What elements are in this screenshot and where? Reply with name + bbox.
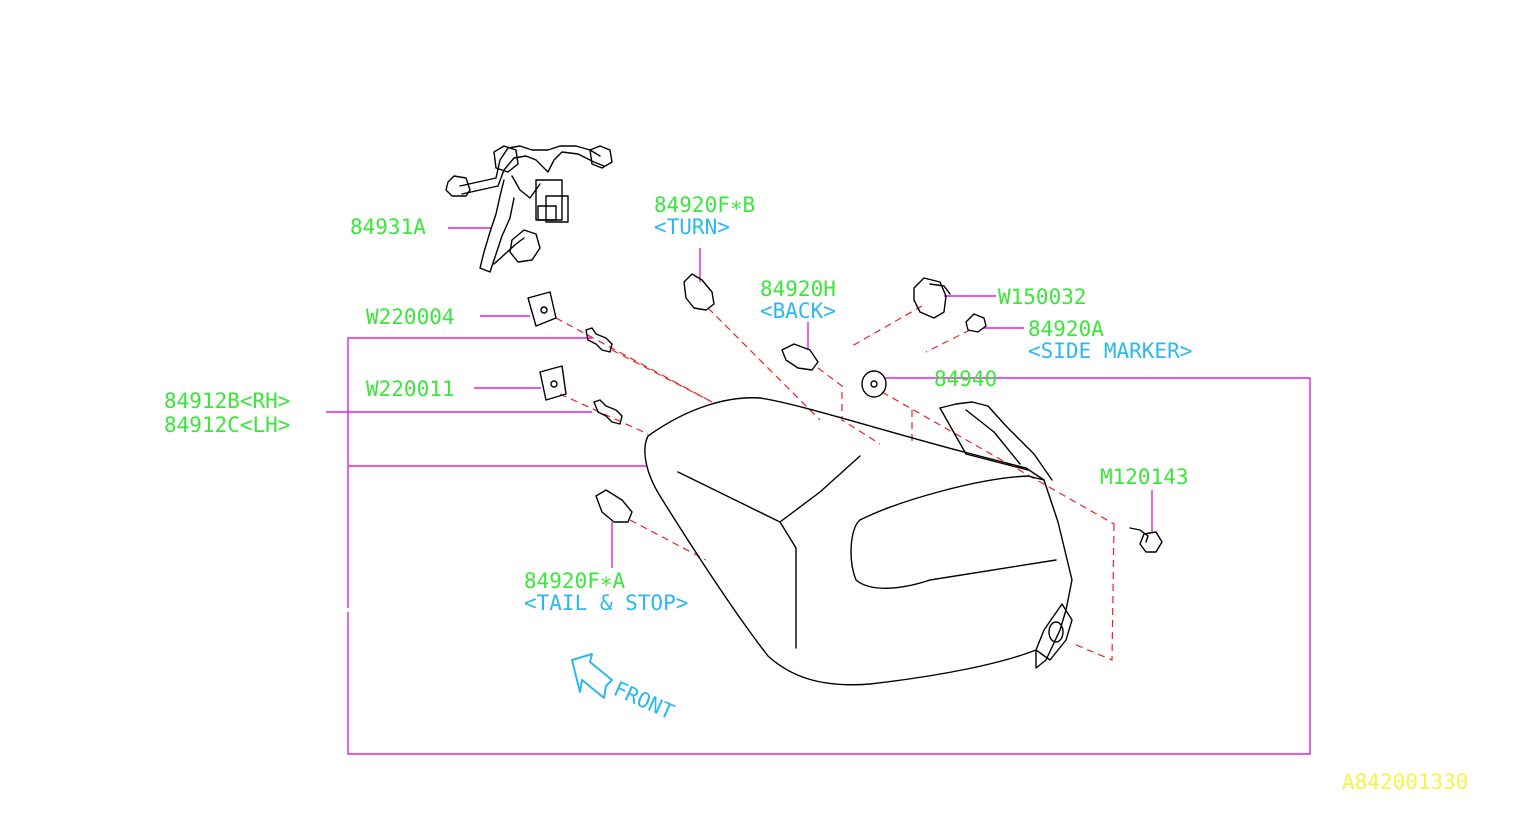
label-bulb-back-desc: <BACK> <box>760 299 836 323</box>
label-bulb-turn-desc: <TURN> <box>654 215 730 239</box>
bulb-back <box>781 343 819 371</box>
bulb-turn <box>683 273 715 311</box>
screw-w220011 <box>539 365 623 425</box>
label-harness: 84931A <box>350 215 426 239</box>
label-lamp-lh: 84912C<LH> <box>164 413 290 437</box>
label-lamp-rh: 84912B<RH> <box>164 389 290 413</box>
diagram-code: A842001330 <box>1342 770 1468 794</box>
front-arrow-icon <box>571 653 613 699</box>
label-bulb-side-desc: <SIDE MARKER> <box>1028 339 1192 363</box>
label-bulb-tail: 84920F∗A <box>524 569 626 593</box>
wiring-harness <box>445 145 613 273</box>
label-bulb-tail-desc: <TAIL & STOP> <box>524 591 688 615</box>
front-label: FRONT <box>610 677 678 725</box>
leader-lines <box>326 227 1311 755</box>
tail-lamp-assembly <box>644 397 1073 686</box>
label-bulb-turn: 84920F∗B <box>654 193 755 217</box>
bolt-m120143 <box>1129 527 1163 553</box>
label-bulb-back: 84920H <box>760 277 836 301</box>
label-socket: W150032 <box>998 285 1087 309</box>
label-bulb-side: 84920A <box>1028 317 1104 341</box>
bulb-tail <box>595 489 633 523</box>
label-bolt: M120143 <box>1100 465 1189 489</box>
screw-w220004 <box>527 291 613 353</box>
label-screw-upper: W220004 <box>366 305 455 329</box>
gasket-84940 <box>861 370 887 398</box>
label-screw-lower: W220011 <box>366 377 455 401</box>
bulb-side-marker <box>965 313 987 333</box>
label-gasket: 84940 <box>934 367 997 391</box>
socket-w150032 <box>913 277 951 319</box>
assembly-lines <box>555 305 1115 661</box>
